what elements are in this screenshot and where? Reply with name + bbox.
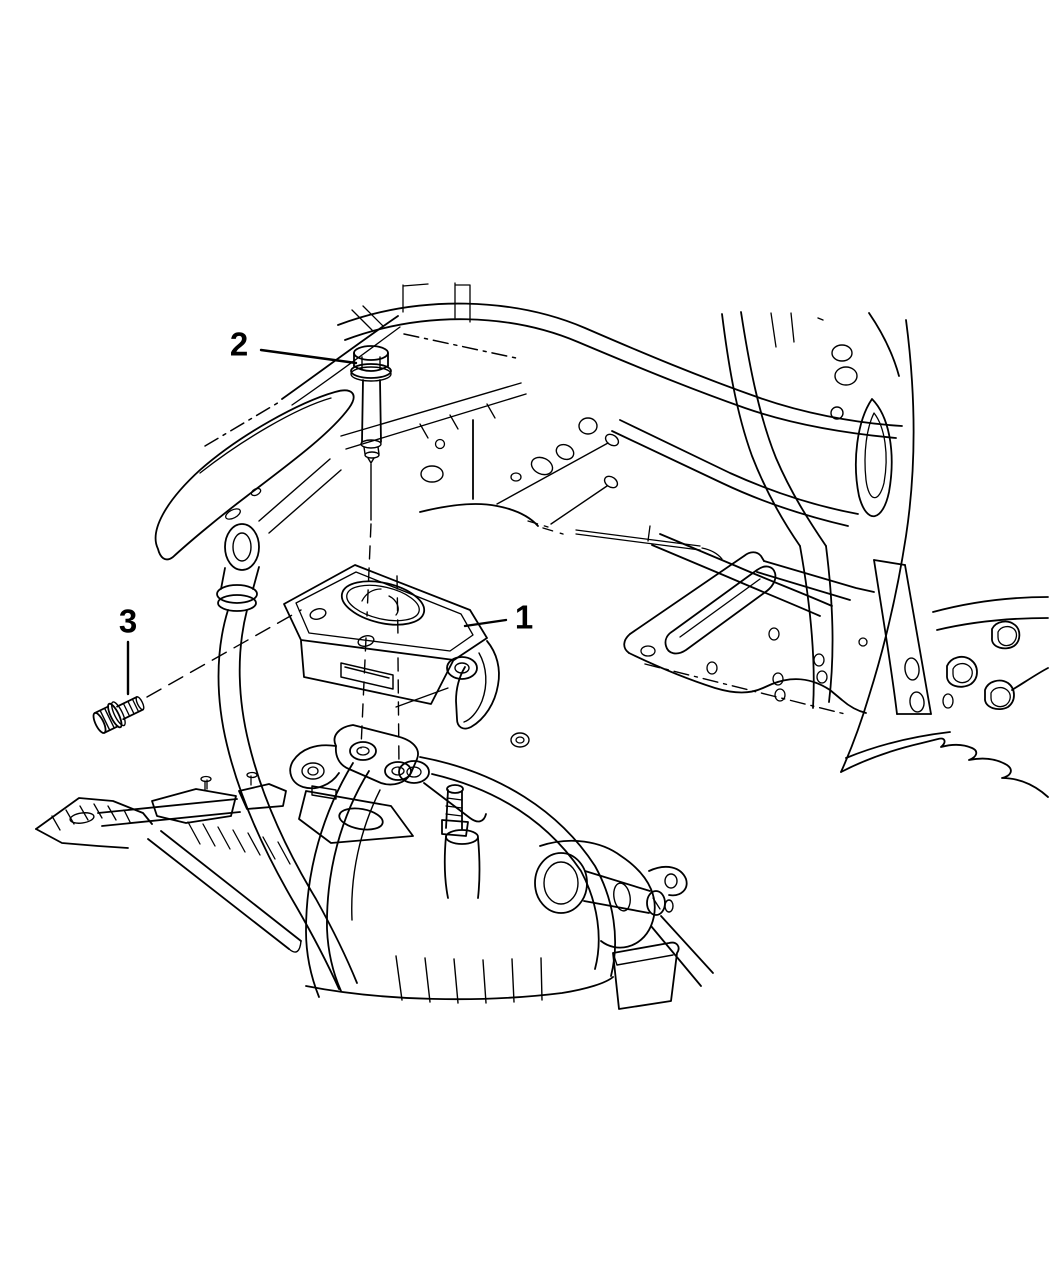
mount-bolt-part-3 <box>92 696 145 734</box>
callout-3[interactable]: 3 <box>118 602 138 640</box>
callout-1-leader <box>463 618 508 628</box>
shock-tower-pillar <box>721 311 915 773</box>
vehicle-frame-structure <box>204 282 903 617</box>
transmission-assembly <box>289 687 714 1010</box>
callout-2[interactable]: 2 <box>229 325 249 363</box>
frame-rail-bracket <box>623 551 1049 798</box>
projection-lines <box>146 463 400 769</box>
callout-leader-lines <box>126 348 508 696</box>
transmission-mount-bracket-part-1 <box>283 564 500 730</box>
fender-liner-and-dipstick-tube <box>35 382 527 990</box>
callout-2-leader <box>259 348 358 365</box>
mount-bolt-part-2 <box>350 345 392 464</box>
callout-1[interactable]: 1 <box>514 598 534 636</box>
